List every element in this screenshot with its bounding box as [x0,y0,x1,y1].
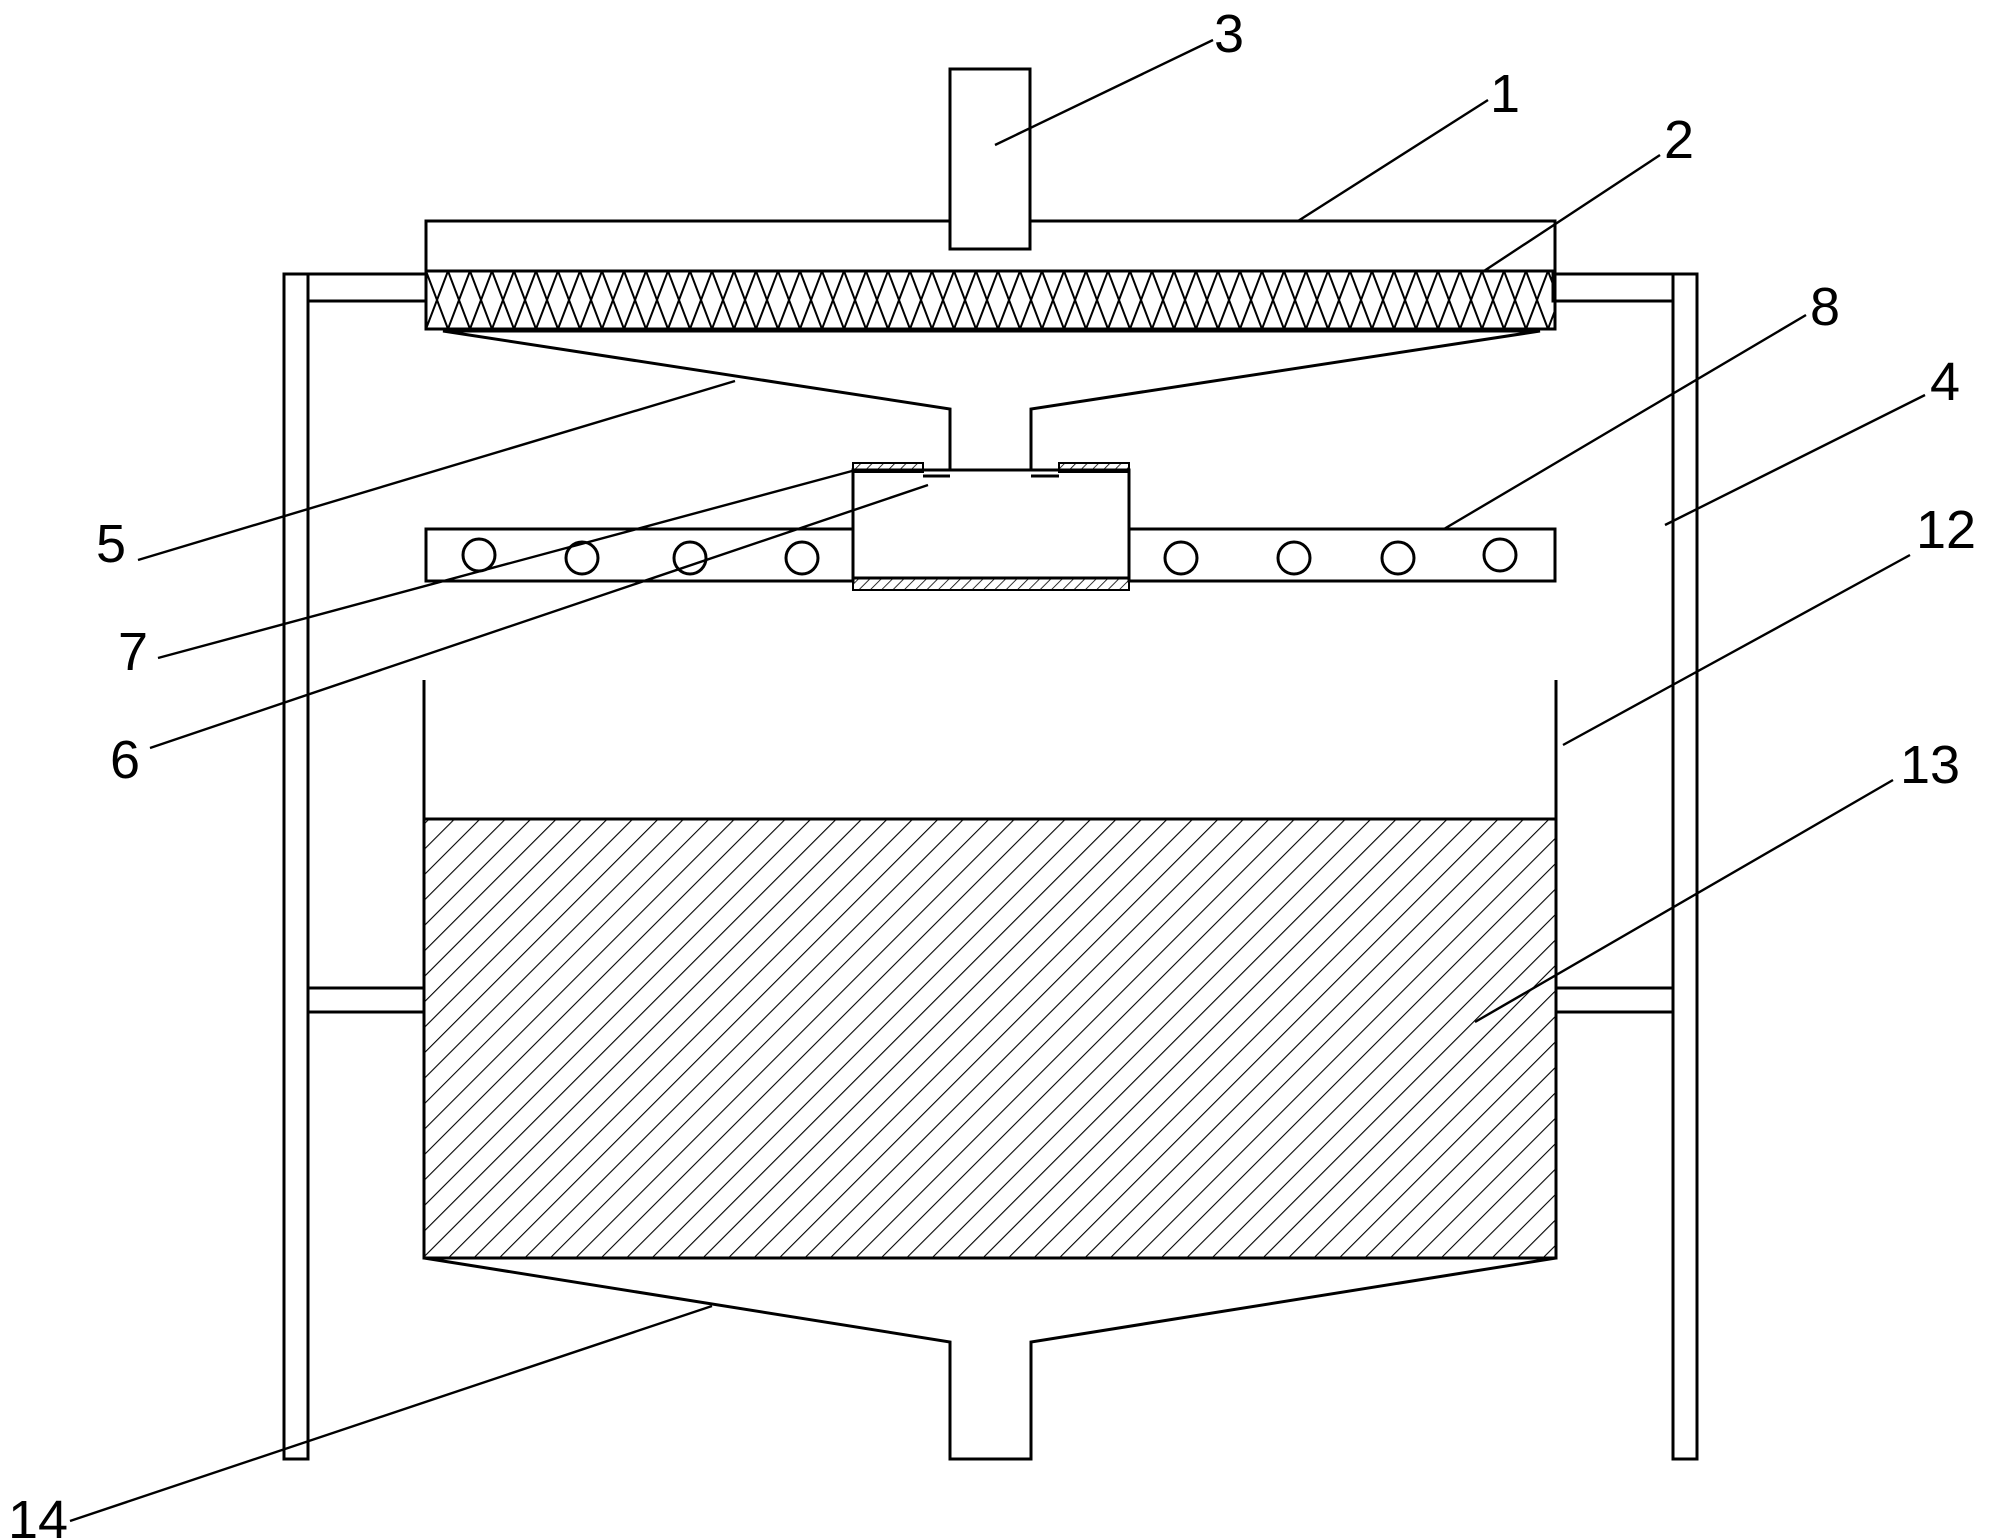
leader-5 [137,379,736,562]
leader-6 [149,483,929,750]
leader-1 [1297,98,1489,223]
leader-14 [69,1304,713,1523]
mid-crossbar-left [306,986,426,1014]
leader-3 [994,38,1214,147]
top-crossbar-right [1551,272,1675,303]
part-label-8: 8 [1810,277,1840,337]
bearing-flange-right [1058,462,1130,473]
mid-crossbar-right [1554,986,1675,1014]
part-label-5: 5 [96,514,126,574]
part-label-6: 6 [110,730,140,790]
motor-block [948,67,1032,251]
part-label-7: 7 [118,622,148,682]
part-labels: 3 1 2 8 4 12 13 5 7 6 14 [8,4,1976,1539]
spray-nozzle [784,540,820,576]
part-label-13: 13 [1900,735,1960,795]
part-label-3: 3 [1214,4,1244,64]
right-leg [1671,272,1699,1461]
part-label-4: 4 [1930,352,1960,412]
spray-nozzle [672,540,708,576]
spray-pipe [424,527,1557,583]
part-label-1: 1 [1490,64,1520,124]
part-label-2: 2 [1664,110,1694,170]
support-frame [282,272,1699,1461]
filter-media-block [422,817,1558,1260]
filter-mesh-layer [424,269,1557,331]
leader-13 [1474,778,1894,1024]
part-label-14: 14 [8,1490,68,1539]
leader-lines [69,38,1926,1523]
spray-nozzle [1482,537,1518,573]
spray-nozzle [1163,540,1199,576]
spray-nozzle [564,540,600,576]
spray-arm-right [1127,527,1557,583]
bearing-base [852,577,1130,591]
spray-nozzle [1276,540,1312,576]
leader-8 [1443,313,1807,531]
leader-2 [1483,153,1661,273]
bearing-flange-left [852,462,924,473]
left-leg [282,272,310,1461]
top-crossbar-left [306,272,428,303]
lower-hopper [423,1256,1557,1461]
spray-nozzle [461,537,497,573]
bearing-housing [851,462,1131,591]
leader-4 [1664,393,1926,527]
bearing-cup [851,468,1131,580]
part-label-12: 12 [1916,500,1976,560]
spray-arm-left [424,527,855,583]
leader-7 [157,469,853,660]
leader-12 [1562,553,1911,747]
spray-nozzle [1380,540,1416,576]
